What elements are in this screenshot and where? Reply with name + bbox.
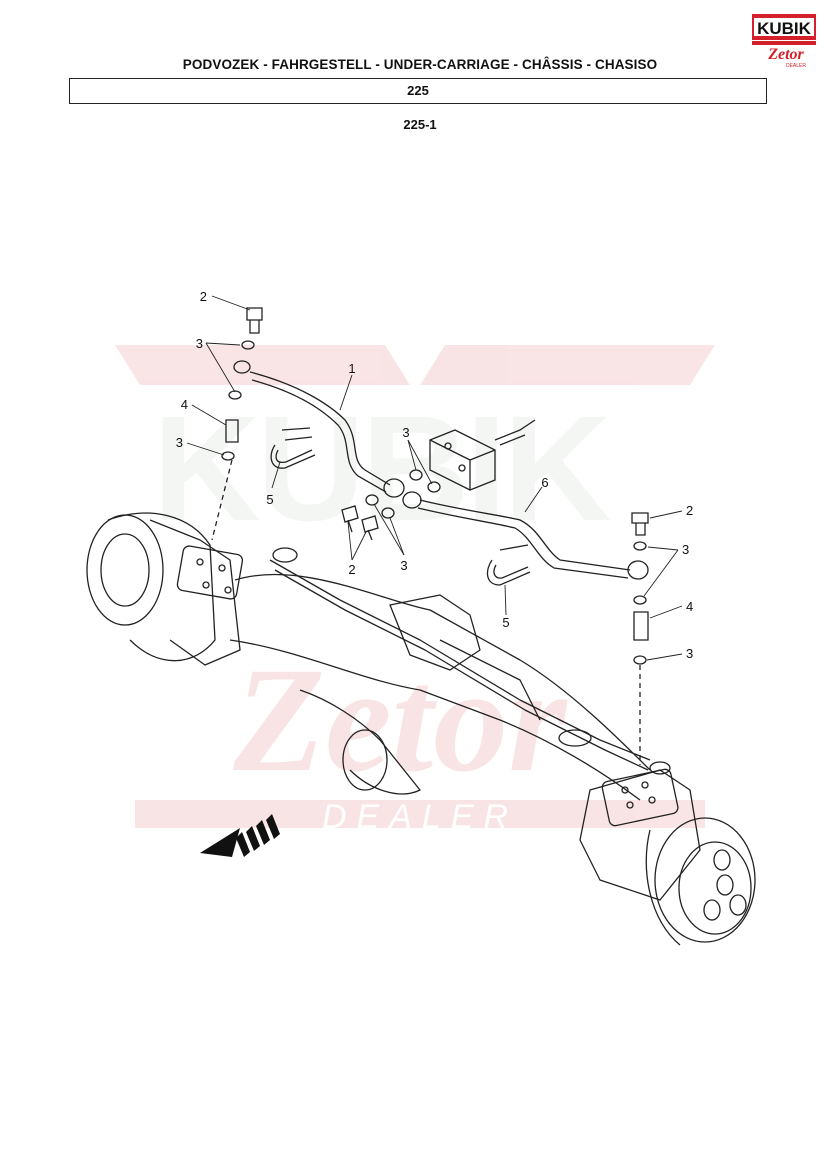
group-number-box: 225 bbox=[69, 78, 767, 104]
callout-3: 3 bbox=[686, 646, 693, 661]
callout-4: 4 bbox=[686, 599, 693, 614]
watermark: KUBIK Zetor DEALER bbox=[115, 345, 715, 836]
callout-3: 3 bbox=[176, 435, 183, 450]
callout-5: 5 bbox=[266, 492, 273, 507]
callout-3: 3 bbox=[402, 425, 409, 440]
callout-1: 1 bbox=[348, 361, 355, 376]
front-axle-drawing bbox=[86, 512, 756, 946]
logo-subbrand-text: Zetor bbox=[767, 46, 804, 63]
page-title: PODVOZEK - FAHRGESTELL - UNDER-CARRIAGE … bbox=[182, 57, 658, 72]
callout-4: 4 bbox=[181, 397, 188, 412]
callout-3: 3 bbox=[682, 542, 689, 557]
callout-2: 2 bbox=[348, 562, 355, 577]
group-number: 225 bbox=[407, 83, 429, 98]
hydraulic-hoses bbox=[211, 307, 649, 765]
callout-labels: 2 3 1 4 3 5 3 6 2 3 2 3 5 4 3 bbox=[176, 289, 693, 661]
logo-tagline-text: DEALER bbox=[786, 63, 806, 69]
callout-2: 2 bbox=[686, 503, 693, 518]
direction-arrow bbox=[200, 814, 280, 857]
kubik-zetor-logo: KUBIK Zetor DEALER bbox=[752, 14, 816, 69]
watermark-brand-text: KUBIK bbox=[153, 384, 611, 552]
callout-2: 2 bbox=[200, 289, 207, 304]
watermark-subbrand-text: Zetor bbox=[232, 637, 568, 803]
callout-6: 6 bbox=[541, 475, 548, 490]
leader-lines bbox=[186, 295, 683, 661]
watermark-tagline-text: DEALER bbox=[322, 798, 518, 836]
logo-brand-text: KUBIK bbox=[757, 19, 812, 38]
callout-3: 3 bbox=[400, 558, 407, 573]
figure-number: 225-1 bbox=[403, 117, 437, 132]
callout-5: 5 bbox=[502, 615, 509, 630]
callout-3: 3 bbox=[196, 336, 203, 351]
